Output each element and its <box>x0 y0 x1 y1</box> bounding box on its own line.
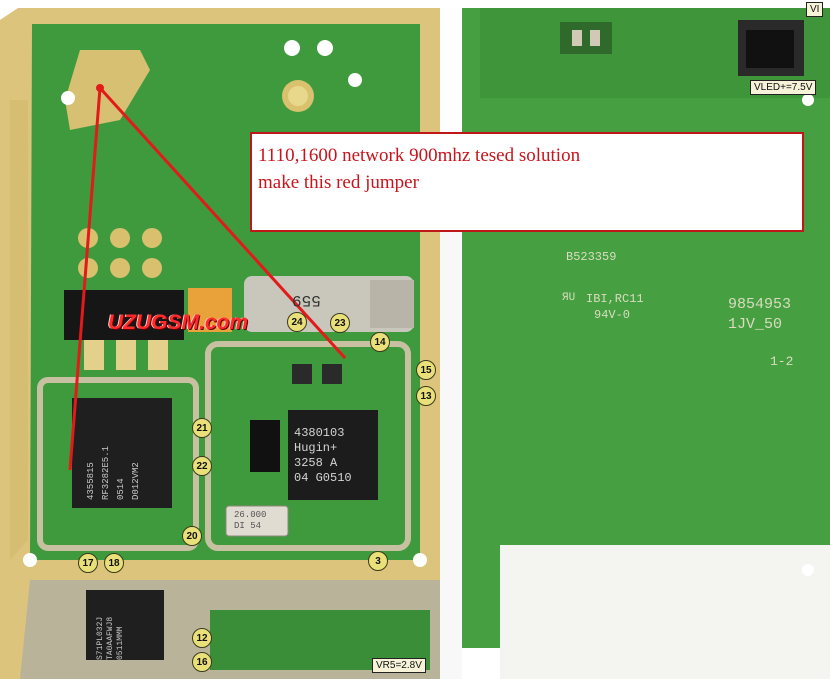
test-point-17: 17 <box>78 553 98 573</box>
jumper-note-box: 1110,1600 network 900mhz tesed solution … <box>250 132 804 232</box>
ul-symbol-marking: ЯU <box>562 292 576 304</box>
ul-rating-line-1: IBI,RC11 <box>586 292 644 306</box>
test-point-3: 3 <box>368 551 388 571</box>
vled-voltage-label: VLED+=7.5V <box>750 80 817 95</box>
flash-chip-label: S71PL032J TA0AAFWJ8 0511MMM <box>96 616 125 660</box>
test-point-24: 24 <box>287 312 307 332</box>
revision-marking: 1-2 <box>770 354 794 369</box>
vr5-voltage-label: VR5=2.8V <box>372 658 426 673</box>
ul-rating-line-2: 94V-0 <box>594 308 631 322</box>
crystal-label: 26.000 DI 54 <box>234 510 267 531</box>
test-point-18: 18 <box>104 553 124 573</box>
hugin-chip-label: 4380103 Hugin+ 3258 A 04 G0510 <box>294 426 352 485</box>
test-point-13: 13 <box>416 386 436 406</box>
test-point-23: 23 <box>330 313 350 333</box>
red-jumper-wire <box>68 86 347 471</box>
test-point-22: 22 <box>192 456 212 476</box>
part-number-line-2: 1JV_50 <box>728 316 783 333</box>
note-line-2: make this red jumper <box>258 172 419 193</box>
top-right-voltage-label: VI <box>806 2 824 17</box>
test-point-14: 14 <box>370 332 390 352</box>
board-code-marking: B523359 <box>566 250 617 264</box>
test-point-15: 15 <box>416 360 436 380</box>
test-point-20: 20 <box>182 526 202 546</box>
test-point-12: 12 <box>192 628 212 648</box>
test-point-16: 16 <box>192 652 212 672</box>
test-point-21: 21 <box>192 418 212 438</box>
watermark-logo: UZUGSM.com <box>108 311 249 334</box>
note-line-1: 1110,1600 network 900mhz tesed solution <box>258 145 581 166</box>
part-number-line-1: 9854953 <box>728 296 792 313</box>
vibra-motor-label: 559 <box>292 291 321 309</box>
rf-chip-label: 4355815 RF3282E5.1 0514 D012VM2 <box>86 445 141 500</box>
